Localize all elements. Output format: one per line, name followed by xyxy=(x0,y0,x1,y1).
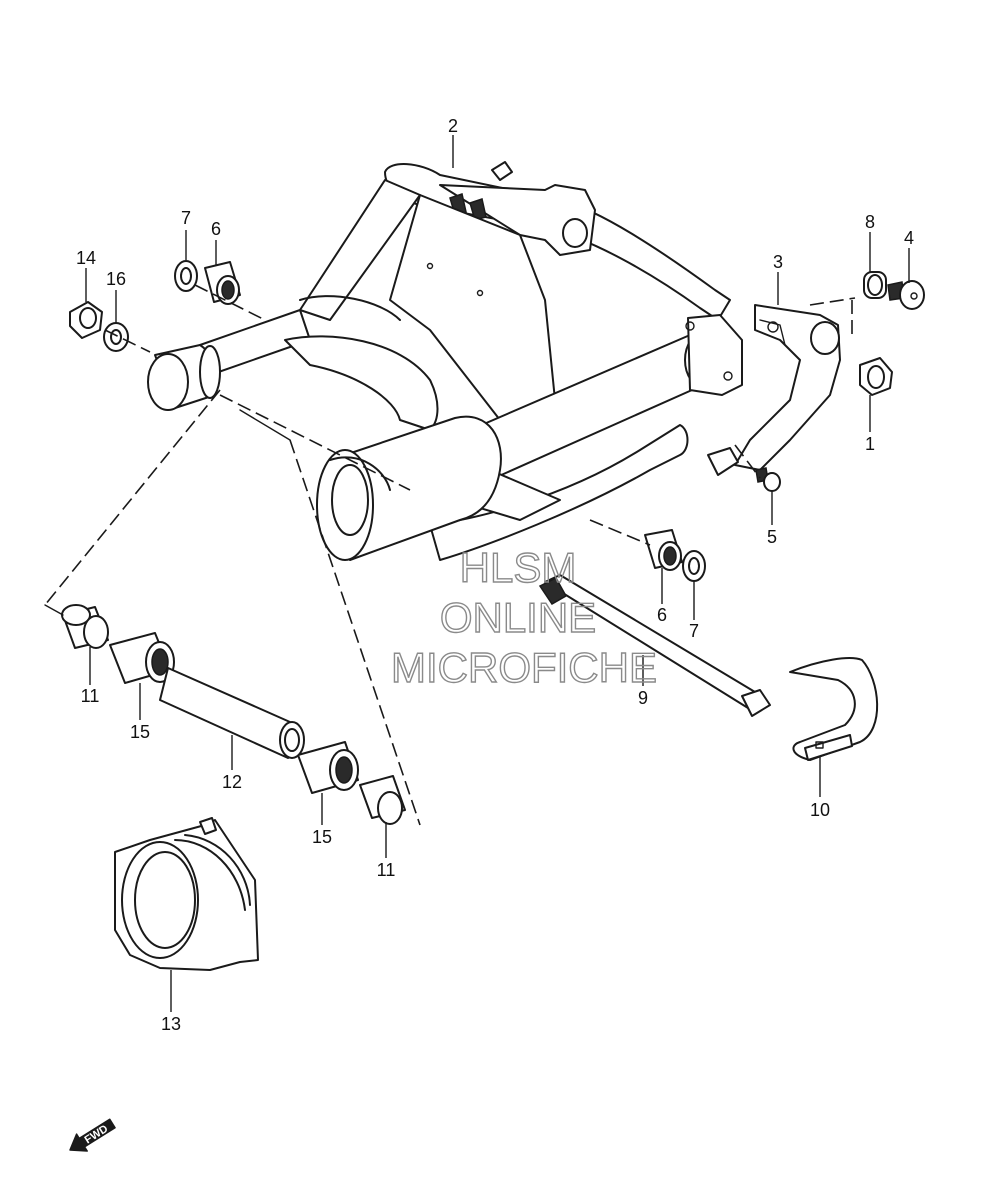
callout-6-lower: 6 xyxy=(657,605,667,625)
callout-12: 12 xyxy=(222,772,242,792)
swingarm-frame[interactable] xyxy=(147,161,743,561)
part-15-bearing-right[interactable] xyxy=(297,741,359,794)
callout-13: 13 xyxy=(161,1014,181,1034)
part-16-washer[interactable] xyxy=(103,322,129,352)
callout-2: 2 xyxy=(448,116,458,136)
part-7-washer-lower[interactable] xyxy=(682,550,706,582)
callout-3: 3 xyxy=(773,252,783,272)
part-6-bearing-upper[interactable] xyxy=(204,261,241,305)
callout-1: 1 xyxy=(865,434,875,454)
callout-7-upper: 7 xyxy=(181,208,191,228)
callout-8: 8 xyxy=(865,212,875,232)
callout-labels: 2 7 6 14 16 3 8 4 1 5 6 7 9 10 11 15 12 … xyxy=(76,116,914,1034)
part-9-pivot-shaft[interactable] xyxy=(538,574,771,717)
watermark: HLSM ONLINE MICROFICHE xyxy=(390,543,657,691)
assembly-guide-lines xyxy=(44,284,856,826)
callout-11-left: 11 xyxy=(81,686,100,706)
callout-15-left: 15 xyxy=(130,722,150,742)
callout-15-right: 15 xyxy=(312,827,332,847)
part-15-bearing-left[interactable] xyxy=(109,632,175,684)
watermark-line-2: ONLINE xyxy=(440,594,596,641)
brake-torque-bracket[interactable] xyxy=(734,304,841,471)
callout-14: 14 xyxy=(76,248,96,268)
leader-lines xyxy=(85,135,910,1012)
watermark-line-3: MICROFICHE xyxy=(391,644,657,691)
part-5-screw[interactable] xyxy=(707,447,781,492)
part-7-washer-upper[interactable] xyxy=(174,260,198,292)
part-14-nut[interactable] xyxy=(69,301,103,339)
part-11-collar-left[interactable] xyxy=(61,604,109,649)
part-4-bolt[interactable] xyxy=(887,280,925,310)
callout-10: 10 xyxy=(810,800,830,820)
callout-11-right: 11 xyxy=(377,860,396,880)
part-6-bearing-lower[interactable] xyxy=(644,529,683,571)
callout-16: 16 xyxy=(106,269,126,289)
part-12-spacer-tube[interactable] xyxy=(159,667,305,759)
part-13-dust-boot[interactable] xyxy=(114,817,259,971)
part-1-nut[interactable] xyxy=(859,357,893,396)
callout-4: 4 xyxy=(904,228,914,248)
forward-direction-badge: FWD xyxy=(69,1118,116,1152)
part-10-chain-cover[interactable] xyxy=(789,657,879,761)
callout-5: 5 xyxy=(767,527,777,547)
part-11-collar-right[interactable] xyxy=(359,775,406,825)
part-8-bushing[interactable] xyxy=(863,271,887,299)
callout-7-lower: 7 xyxy=(689,621,699,641)
callout-6-upper: 6 xyxy=(211,219,221,239)
watermark-line-1: HLSM xyxy=(460,544,577,591)
callout-9: 9 xyxy=(638,688,648,708)
